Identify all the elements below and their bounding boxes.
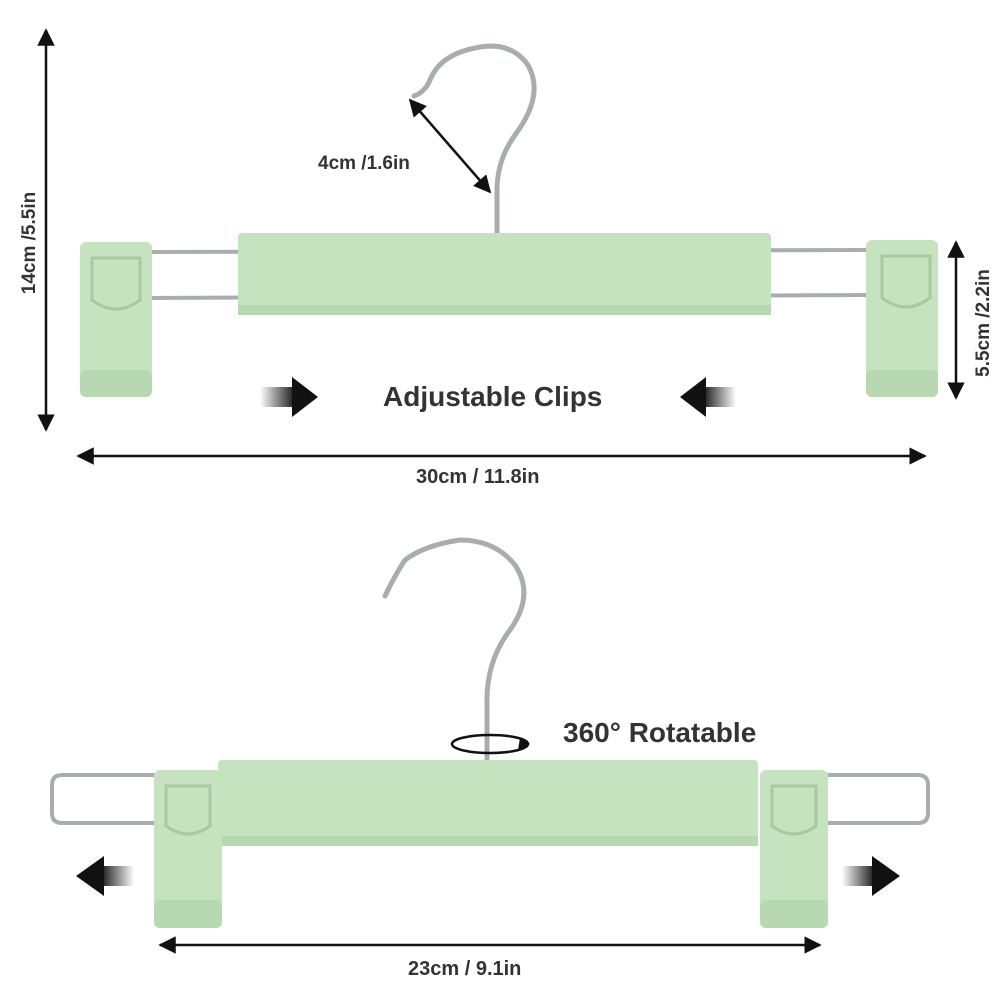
arrow-right-outward-icon	[842, 856, 900, 896]
bottom-hook	[382, 537, 527, 763]
bottom-right-clip	[760, 770, 828, 928]
top-hanger	[80, 43, 938, 417]
arrow-left-icon	[680, 377, 736, 417]
height-dimension-label: 14cm /5.5in	[19, 191, 40, 295]
bottom-bar	[218, 760, 758, 846]
bottom-left-clip	[154, 770, 222, 928]
top-width-label: 30cm / 11.8in	[416, 466, 540, 488]
rotatable-label: 360° Rotatable	[563, 717, 757, 748]
clip-dimension-label: 5.5cm /2.2in	[973, 269, 994, 377]
arrow-right-icon	[260, 377, 318, 417]
top-right-clip	[866, 240, 938, 397]
top-left-clip	[80, 242, 152, 397]
top-bar	[238, 233, 771, 315]
bottom-hanger	[50, 537, 930, 928]
bottom-width-label: 23cm / 9.1in	[408, 958, 522, 980]
adjustable-clips-label: Adjustable Clips	[383, 381, 603, 412]
top-hook	[411, 43, 537, 237]
hook-dimension-label: 4cm /1.6in	[318, 153, 410, 174]
arrow-left-outward-icon	[76, 856, 134, 896]
rotate-icon	[450, 733, 530, 755]
